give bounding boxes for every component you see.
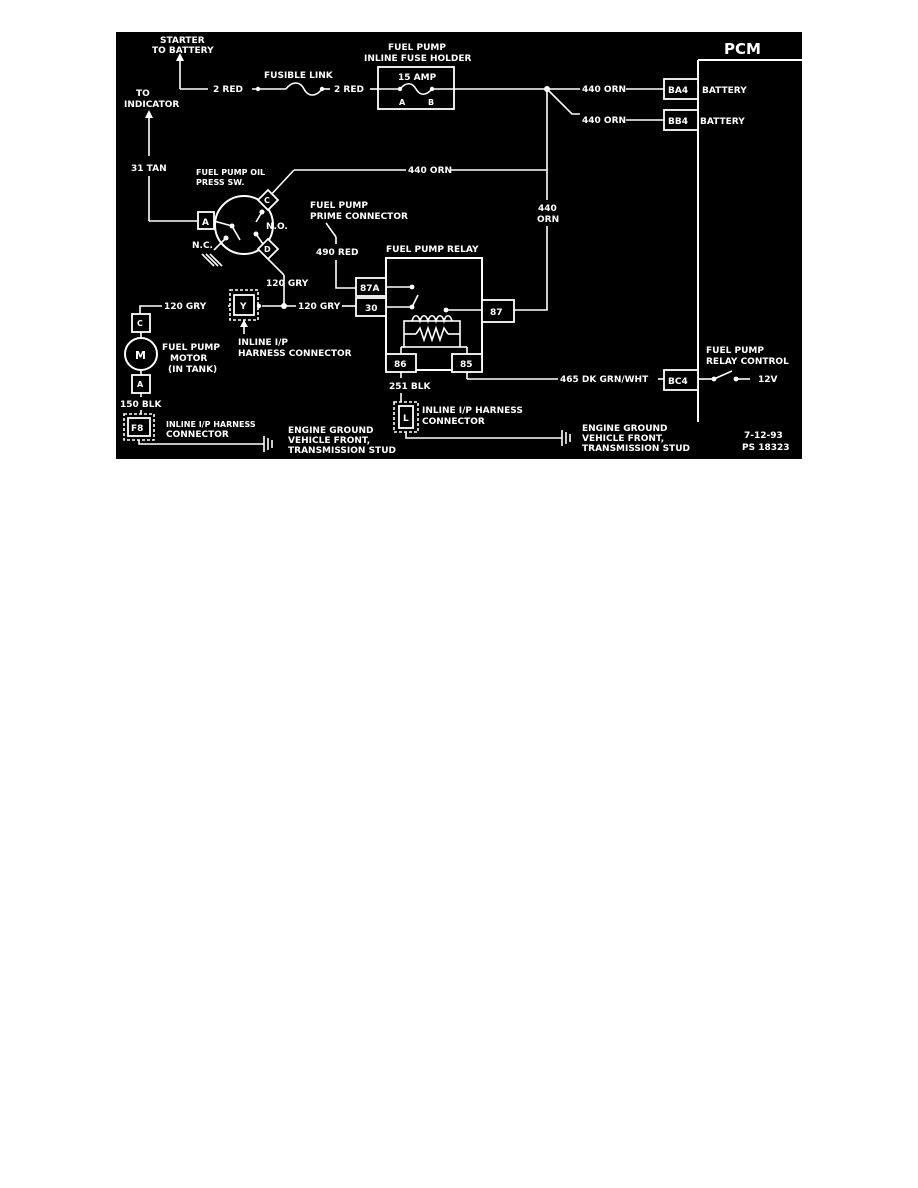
svg-text:BC4: BC4 [668, 377, 688, 387]
wire-label-dkgrn: 465 DK GRN/WHT [560, 375, 649, 385]
wire-label-blk-ground: 251 BLK [389, 382, 432, 392]
starter-feed: STARTER TO BATTERY [152, 36, 214, 90]
svg-text:C: C [264, 196, 270, 205]
fuse-holder-label-1: FUEL PUMP [388, 43, 446, 53]
svg-text:85: 85 [460, 360, 473, 370]
wire-label-orn-switch: 440 ORN [408, 166, 452, 176]
volt-label: 12V [758, 375, 778, 385]
ground1-label-1: ENGINE GROUND [288, 426, 374, 436]
ground-symbol-1 [263, 436, 273, 452]
ground2-label-3: TRANSMISSION STUD [582, 444, 690, 454]
fuel-pump-motor: C M A FUEL PUMP MOTOR (IN TANK) [124, 313, 220, 394]
motor-label-2: MOTOR [170, 354, 207, 364]
pin-ba4 [663, 78, 699, 100]
fuse-pin-a: A [399, 98, 406, 107]
wire-label-tan: 31 TAN [131, 164, 167, 174]
motor-label-3: (IN TANK) [168, 365, 217, 375]
ground2-label-2: VEHICLE FRONT, [582, 434, 664, 444]
wire-label-orn-ba4: 440 ORN [582, 85, 626, 95]
wire-label-blk-motor: 150 BLK [120, 400, 163, 410]
fusible-link-label: FUSIBLE LINK [264, 71, 334, 81]
wire-label-gry-motor: 120 GRY [164, 302, 207, 312]
prime-connector-label-2: PRIME CONNECTOR [310, 212, 408, 222]
ps-label: PS 18323 [742, 443, 790, 453]
ground1-label-2: VEHICLE FRONT, [288, 436, 370, 446]
svg-text:BB4: BB4 [668, 117, 688, 127]
wire-label-gry-switch: 120 GRY [266, 279, 309, 289]
svg-text:30: 30 [365, 304, 378, 314]
fuse-holder-label-2: INLINE FUSE HOLDER [364, 54, 472, 64]
svg-text:C: C [137, 319, 143, 328]
inline-ip-y-label-2: HARNESS CONNECTOR [238, 349, 352, 359]
inline-ip-l-label-1: INLINE I/P HARNESS [422, 406, 523, 416]
fuse-pin-b: B [428, 98, 434, 107]
fuse-amp-label: 15 AMP [398, 73, 437, 83]
battery-label-2: BATTERY [700, 117, 745, 127]
switch-ground-symbol [201, 253, 223, 267]
relay-control-switch: FUEL PUMP RELAY CONTROL 12V [698, 346, 789, 385]
svg-text:L: L [403, 414, 409, 424]
wire-label-red-prime: 490 RED [316, 248, 358, 258]
starter-label-1: STARTER [160, 36, 205, 46]
relay-control-label-2: RELAY CONTROL [706, 357, 789, 367]
switch-pin-c [256, 188, 280, 212]
inline-ip-y-label-1: INLINE I/P [238, 338, 288, 348]
wire-label-orn-vert-2: ORN [537, 215, 559, 225]
wire-label-orn-vert-1: 440 [538, 204, 557, 214]
wire-label-red-left: 2 RED [213, 85, 243, 95]
svg-text:F8: F8 [131, 424, 143, 434]
ground1-label-3: TRANSMISSION STUD [288, 446, 396, 456]
svg-text:BA4: BA4 [668, 86, 688, 96]
inline-ip-f8-label-2: CONNECTOR [166, 430, 229, 440]
pcm-label: PCM [724, 40, 761, 58]
pin-bb4 [663, 109, 699, 131]
wire-label-orn-bb4: 440 ORN [582, 116, 626, 126]
inline-ip-connector-y: Y INLINE I/P HARNESS CONNECTOR [229, 289, 352, 359]
oil-switch-label-2: PRESS SW. [196, 178, 244, 187]
fuel-pump-oil-pressure-switch: FUEL PUMP OIL PRESS SW. A C D N.O. N.C. … [192, 168, 309, 306]
starter-label-2: TO BATTERY [152, 46, 214, 56]
wire-label-gry-relay: 120 GRY [298, 302, 341, 312]
ground-symbol-2 [561, 430, 571, 446]
motor-symbol: M [135, 349, 146, 362]
ground2-label-1: ENGINE GROUND [582, 424, 668, 434]
inline-ip-connector-l: L INLINE I/P HARNESS CONNECTOR [393, 401, 523, 433]
fuel-pump-wiring-diagram: STARTER TO BATTERY 2 RED FUSIBLE LINK 2 … [116, 32, 802, 459]
relay-control-label-1: FUEL PUMP [706, 346, 764, 356]
svg-text:D: D [264, 245, 271, 254]
wire-label-red-right: 2 RED [334, 85, 364, 95]
date-label: 7-12-93 [744, 431, 783, 441]
fuel-pump-relay: FUEL PUMP RELAY 87A 30 87 86 85 [355, 245, 515, 373]
motor-label-1: FUEL PUMP [162, 343, 220, 353]
fusible-link-symbol [285, 82, 323, 96]
oil-switch-label-1: FUEL PUMP OIL [196, 168, 265, 177]
svg-text:A: A [202, 218, 209, 228]
battery-label-1: BATTERY [702, 86, 747, 96]
indicator-label-1: TO [136, 89, 150, 99]
indicator-label-2: INDICATOR [124, 100, 179, 110]
switch-no-label: N.O. [266, 222, 288, 232]
relay-label: FUEL PUMP RELAY [386, 245, 479, 255]
inline-fuse-holder: FUEL PUMP INLINE FUSE HOLDER 15 AMP A B [364, 43, 472, 110]
svg-text:A: A [137, 380, 144, 389]
relay-pin-87 [481, 299, 515, 323]
prime-connector-label-1: FUEL PUMP [310, 201, 368, 211]
svg-text:87A: 87A [360, 284, 380, 294]
inline-ip-f8-label-1: INLINE I/P HARNESS [166, 420, 256, 429]
switch-nc-label: N.C. [192, 241, 213, 251]
svg-text:86: 86 [394, 360, 407, 370]
pcm-module: PCM BA4 BATTERY BB4 BATTERY BC4 [663, 40, 802, 422]
pin-bc4 [663, 369, 699, 391]
switch-pin-a [197, 211, 215, 230]
indicator-feed: TO INDICATOR 31 TAN [124, 89, 198, 222]
svg-text:87: 87 [490, 308, 503, 318]
inline-ip-l-label-2: CONNECTOR [422, 417, 485, 427]
svg-text:Y: Y [239, 302, 247, 312]
